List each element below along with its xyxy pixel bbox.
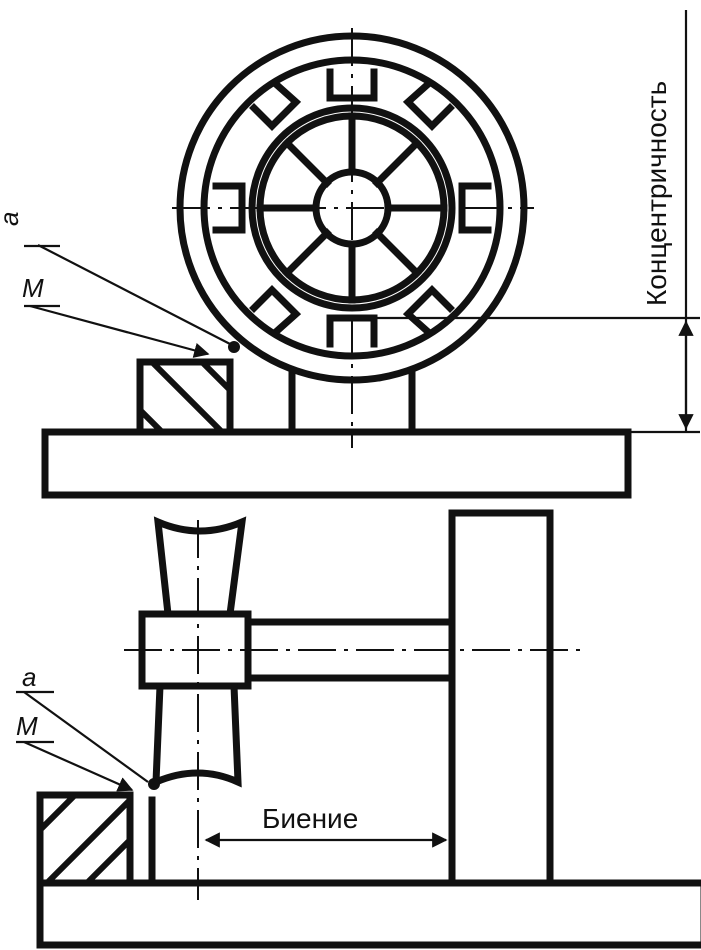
runout-dimension: Биение [204, 803, 448, 848]
gear-wheel-side [124, 516, 588, 900]
top-label-a: а [0, 212, 24, 226]
bottom-label-a: а [22, 662, 36, 692]
top-view: Концентричность а М [0, 10, 700, 499]
bottom-label-m: М [16, 711, 38, 741]
indicator-stand [448, 509, 554, 887]
bottom-view: Биение а М [16, 509, 701, 949]
concentricity-label: Концентричность [641, 81, 672, 306]
top-label-m: М [22, 273, 44, 303]
top-support-block [136, 358, 234, 436]
concentricity-dimension: Концентричность [352, 10, 700, 434]
bottom-base-plate [36, 879, 701, 949]
bottom-leaders: а М [16, 662, 160, 792]
top-pedestal [288, 371, 416, 436]
runout-label: Биение [262, 803, 358, 834]
bottom-support-block [36, 791, 134, 887]
top-base-plate [41, 428, 632, 499]
top-leaders: а М [0, 212, 240, 358]
